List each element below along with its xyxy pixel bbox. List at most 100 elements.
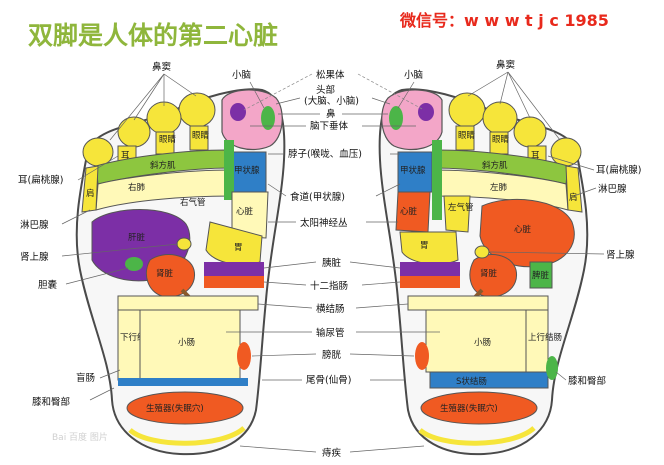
label-hemorrhoids: 痔疾 xyxy=(322,447,342,459)
left-pancreas-band xyxy=(204,262,264,276)
label-head-sub: (大脑、小脑) xyxy=(304,95,359,107)
label-left-knee-hip: 膝和臀部 xyxy=(32,396,70,408)
right-eye-1-label: 眼睛 xyxy=(458,130,476,141)
left-liver-label: 肝脏 xyxy=(128,232,146,243)
left-transverse-colon xyxy=(117,295,259,311)
wechat-id: 微信号：w w w t j c 1985 xyxy=(399,11,609,30)
label-pancreas: 胰脏 xyxy=(322,257,342,269)
gallbladder-line xyxy=(65,267,129,285)
label-nose: 鼻 xyxy=(326,108,336,120)
label-right-knee-hip: 膝和臀部 xyxy=(568,375,606,387)
nose-sinus-left-lines xyxy=(109,73,197,141)
pineal-lines xyxy=(243,73,425,111)
right-s-colon-label: S状结肠 xyxy=(456,376,487,387)
label-esophagus: 食道(甲状腺) xyxy=(290,191,345,203)
bladder-lines xyxy=(251,353,415,357)
right-lymph-line xyxy=(573,187,597,197)
left-side-callouts: 耳(扁桃腺) 淋巴腺 肾上腺 胆囊 盲肠 膝和臀部 xyxy=(18,155,179,408)
left-heel-arc xyxy=(128,426,246,446)
right-ear-label: 耳 xyxy=(531,151,540,161)
right-small-intestine-label: 小肠 xyxy=(474,337,491,348)
right-reproductive-label: 生殖器(失眠穴) xyxy=(440,403,498,414)
right-foot: 眼睛 眼睛 耳 斜方肌 左肺 肩 甲状腺 心脏 左气管 心脏 胃 肾脏 脾脏 上… xyxy=(378,88,589,456)
label-right-ear-tonsil: 耳(扁桃腺) xyxy=(596,164,641,176)
label-bladder: 膀胱 xyxy=(322,349,342,361)
left-adrenal-line xyxy=(61,243,179,257)
right-neck-strip xyxy=(432,140,442,220)
watermark: Bai 百度 图片 xyxy=(52,431,108,443)
left-pineal-dot xyxy=(230,103,246,121)
cecum-line xyxy=(99,369,121,379)
right-ear-tonsil-line xyxy=(547,155,595,171)
left-foot: 眼睛 眼睛 耳 斜方肌 右肺 右气管 肩 甲状腺 心脏 肝脏 胃 肾脏 xyxy=(75,88,286,456)
left-bronchus-label: 右气管 xyxy=(180,197,206,208)
esophagus-lines xyxy=(267,183,401,197)
label-solar-plexus: 太阳神经丛 xyxy=(300,217,348,229)
right-thyroid-label: 甲状腺 xyxy=(400,165,426,176)
right-pancreas-band xyxy=(400,262,460,276)
label-cecum: 盲肠 xyxy=(76,372,95,384)
left-gallbladder-dot xyxy=(125,257,143,271)
left-cerebellum-dot xyxy=(261,106,275,130)
right-bladder xyxy=(415,342,429,370)
right-adrenal-line xyxy=(489,251,605,255)
left-stomach-label: 胃 xyxy=(234,243,243,253)
left-small-intestine-label: 小肠 xyxy=(178,337,195,348)
label-left-ear-tonsil: 耳(扁桃腺) xyxy=(18,174,63,186)
right-toe-2 xyxy=(448,92,486,128)
right-toe-4 xyxy=(513,116,547,148)
label-nose-sinus-right: 鼻窦 xyxy=(496,59,515,71)
right-transverse-colon xyxy=(407,295,549,311)
right-ascending-colon xyxy=(525,309,549,381)
left-trapezius-label: 斜方肌 xyxy=(150,160,176,171)
left-right-lung-label: 右肺 xyxy=(128,182,146,193)
right-ascending-colon-label: 上行结肠 xyxy=(528,332,562,343)
right-kidney-label: 肾脏 xyxy=(480,268,498,279)
label-coccyx: 尾骨(仙骨) xyxy=(306,374,351,386)
left-kidney xyxy=(146,254,196,298)
label-right-adrenal: 肾上腺 xyxy=(606,249,635,261)
left-kidney-label: 肾脏 xyxy=(156,268,174,279)
nose-sinus-right-lines xyxy=(467,71,561,141)
right-cerebellum-dot xyxy=(389,106,403,130)
label-left-lymph: 淋巴腺 xyxy=(20,219,49,231)
right-stomach-label: 胃 xyxy=(420,241,429,251)
left-descending-colon xyxy=(117,309,141,381)
hemorrhoids-lines xyxy=(239,445,425,453)
right-shoulder xyxy=(565,165,583,213)
head-lines xyxy=(275,97,391,105)
pancreas-lines xyxy=(263,261,401,269)
right-kidney xyxy=(469,254,518,298)
right-bronchus-label: 左气管 xyxy=(448,202,474,213)
left-lower-band xyxy=(118,378,248,386)
right-spleen xyxy=(529,261,553,289)
right-knee-dot xyxy=(546,356,558,380)
right-toe-3 xyxy=(482,101,518,135)
small-brain-right-line xyxy=(397,81,415,109)
left-toe-3 xyxy=(146,101,182,135)
right-spleen-label: 脾脏 xyxy=(532,270,550,281)
center-callouts: 鼻窦 小脑 松果体 小脑 鼻窦 头部 (大脑、小脑) 鼻 脑下垂体 脖子(喉咙、… xyxy=(109,59,561,459)
label-neck: 脖子(喉咙、血压) xyxy=(288,148,362,160)
left-heart-column xyxy=(231,191,269,239)
right-small-intestine xyxy=(425,309,527,373)
duodenum-lines xyxy=(263,281,401,286)
right-thyroid xyxy=(397,151,433,193)
left-lymph-line xyxy=(61,209,91,225)
left-ear-label: 耳 xyxy=(121,151,130,161)
left-eye-1-label: 眼睛 xyxy=(159,134,177,145)
left-toe-4 xyxy=(117,116,151,148)
right-s-colon xyxy=(429,371,549,389)
label-pineal: 松果体 xyxy=(316,69,345,81)
left-small-intestine xyxy=(139,309,241,381)
right-adrenal-dot xyxy=(474,245,490,259)
left-reproductive xyxy=(126,391,244,425)
small-brain-left-line xyxy=(249,81,265,109)
label-transverse-colon: 横结肠 xyxy=(316,303,345,315)
left-eye-tile-2 xyxy=(189,125,209,151)
left-ear-tonsil-line xyxy=(77,155,119,181)
left-eye-2-label: 眼睛 xyxy=(192,130,210,141)
left-descending-colon-label: 下行结肠 xyxy=(120,332,154,343)
transverse-colon-lines xyxy=(257,303,409,309)
